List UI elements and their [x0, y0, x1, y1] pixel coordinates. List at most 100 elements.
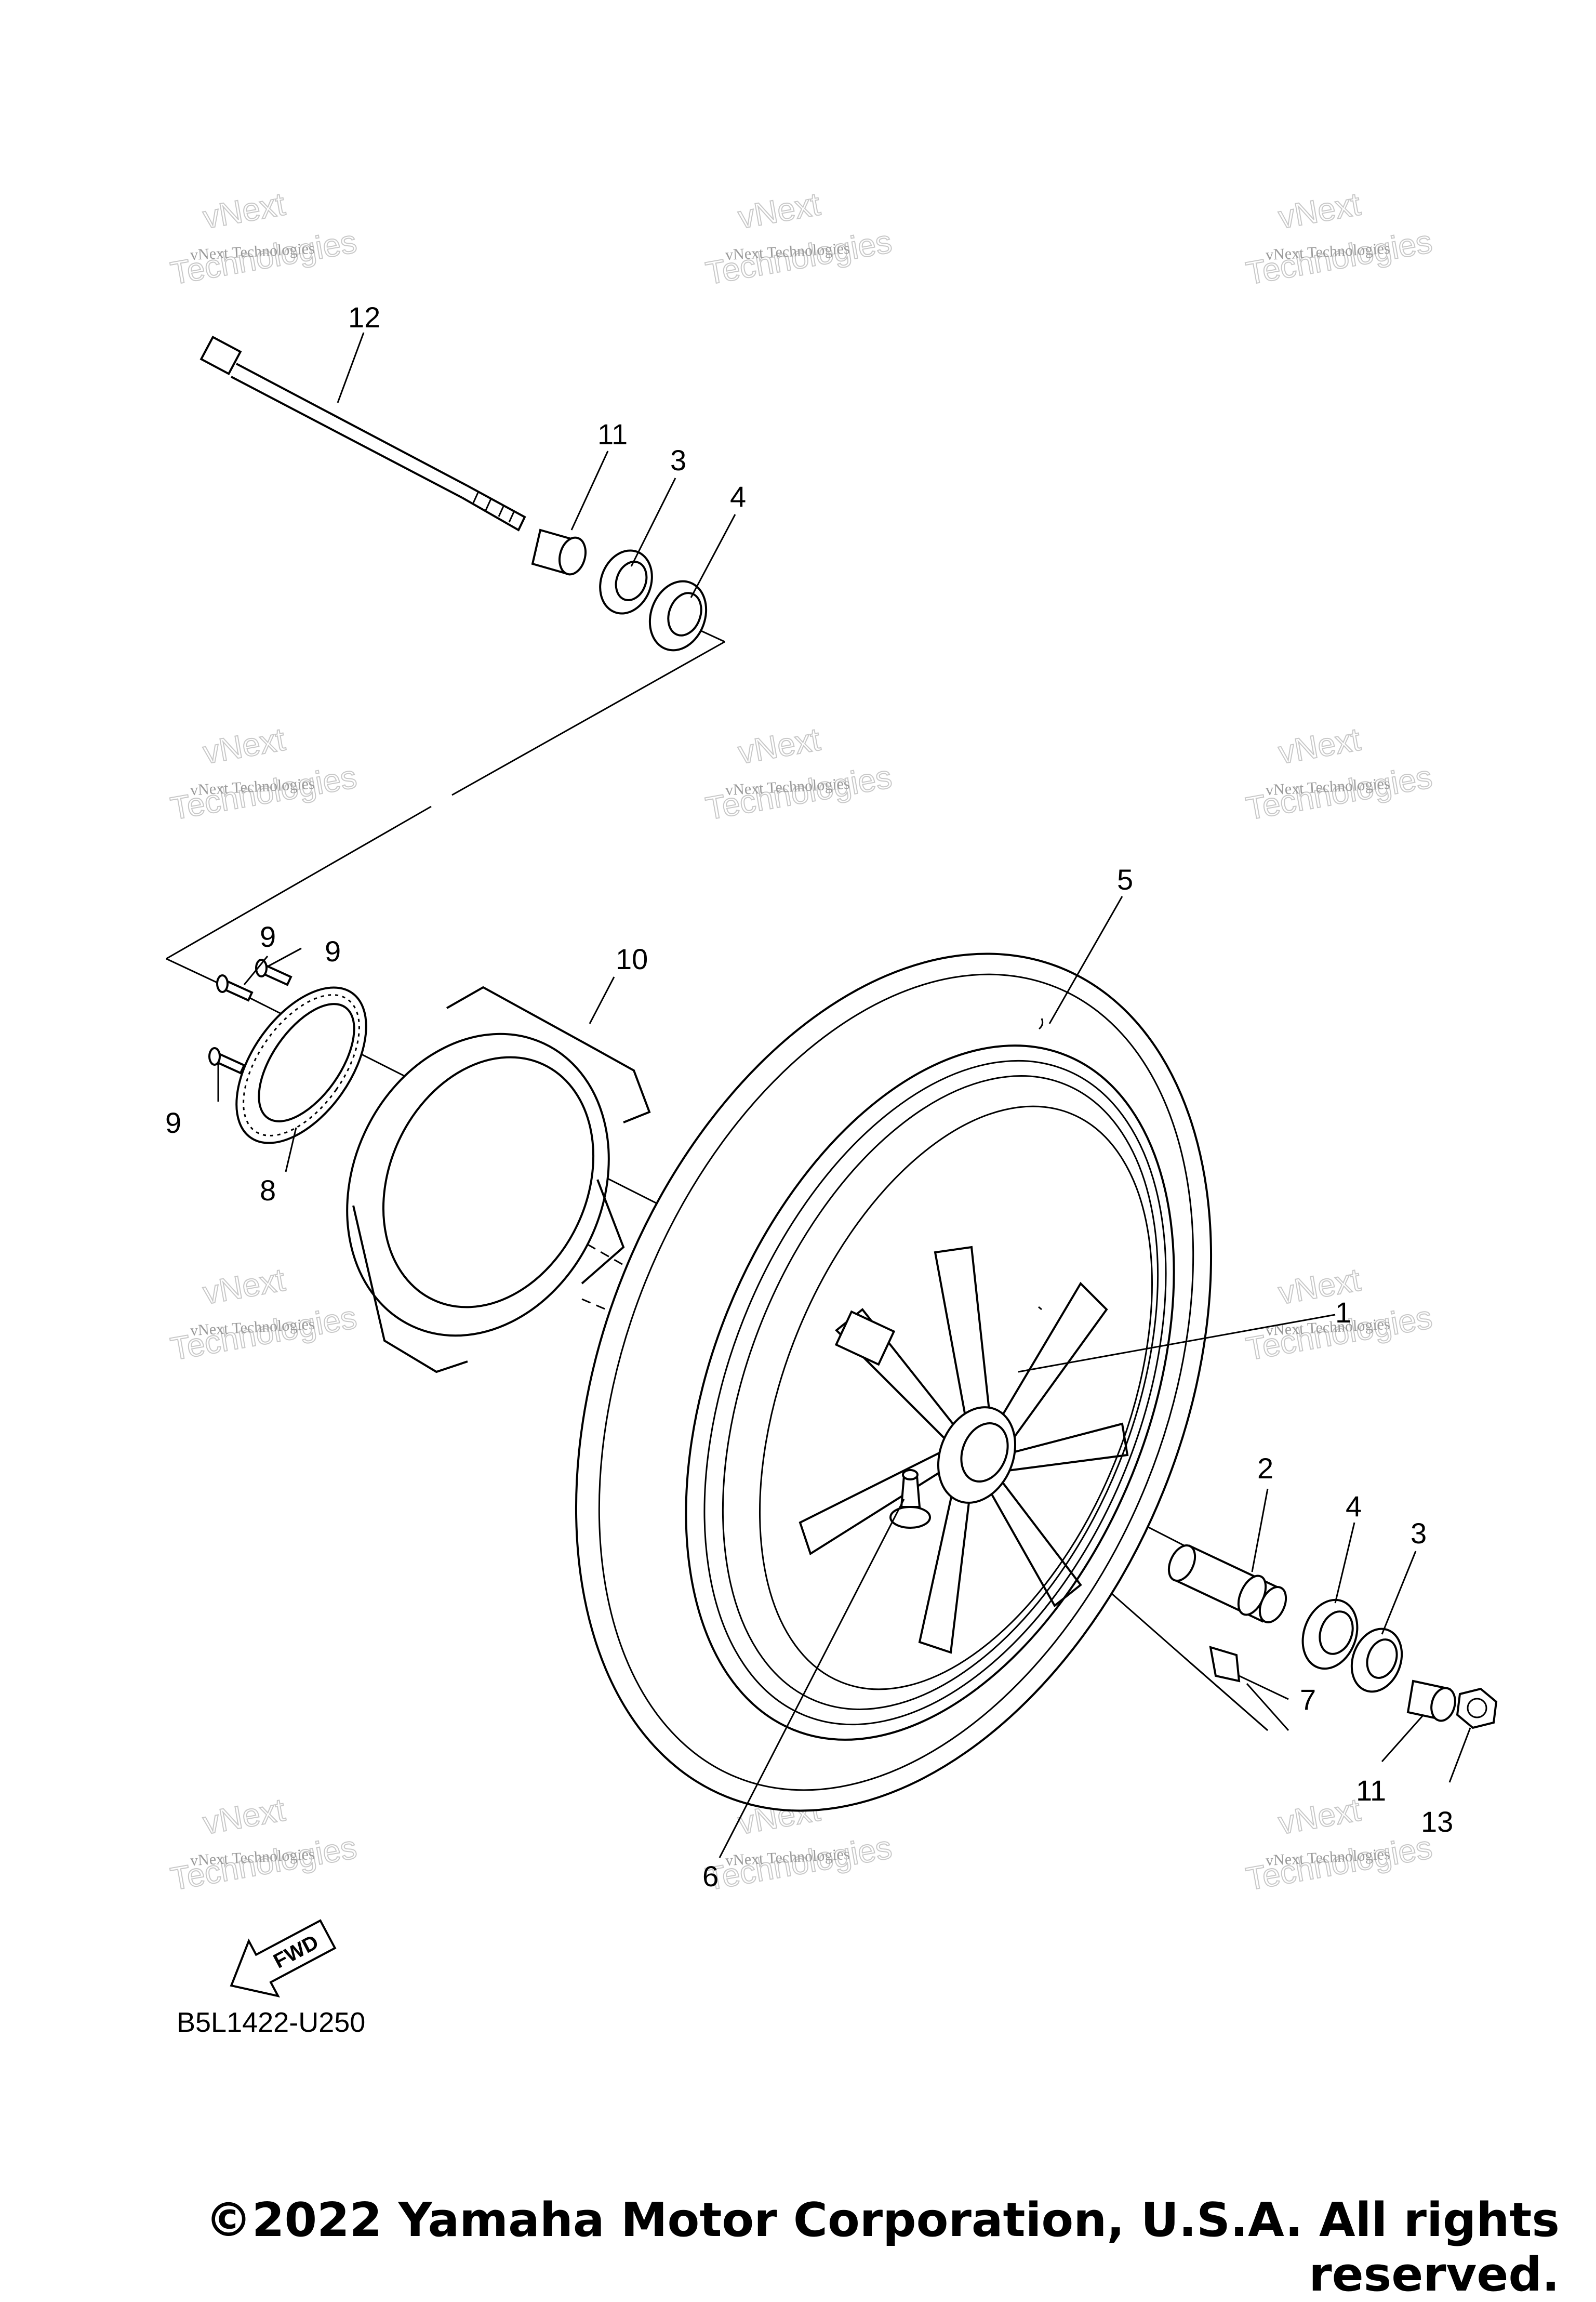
screw-a	[216, 974, 254, 1002]
callout-9-c: 9	[165, 1106, 181, 1139]
disc-mount-boss	[834, 1310, 896, 1366]
spoke-1	[934, 1246, 993, 1450]
valve-stem	[900, 1475, 921, 1508]
callout-13: 13	[1421, 1805, 1453, 1838]
axle-bolt	[200, 336, 526, 532]
screw-head	[216, 974, 229, 993]
watermark-text-overlay: vNext	[201, 186, 288, 235]
leader-1	[1018, 1314, 1336, 1373]
callout-11-right: 11	[1356, 1774, 1386, 1807]
disc-guard-bottom-edge	[352, 1205, 468, 1373]
watermark: Technologies vNext vNext Technologies	[702, 186, 895, 292]
axle-nut-body	[1456, 1687, 1498, 1729]
disc-guard-top-edge	[446, 986, 651, 1123]
leader-11-top	[570, 451, 609, 531]
diagram-part-code: B5L1422-U250	[177, 2007, 365, 2038]
watermark: Technologies vNext vNext Technologies	[1243, 186, 1435, 292]
bearing-inner	[1319, 1610, 1354, 1655]
collar-face	[1430, 1687, 1456, 1722]
leader-8	[285, 1127, 297, 1172]
watermark-text-overlay: vNext	[201, 1262, 288, 1311]
screw-head	[208, 1047, 221, 1066]
leader-3-right	[1381, 1551, 1417, 1635]
axle-bolt-thread	[462, 485, 526, 532]
spoke-3	[1002, 1422, 1129, 1472]
hub-inner	[960, 1422, 1009, 1483]
leader-3-top	[630, 478, 676, 567]
rim-lip-3	[759, 1105, 1153, 1690]
rim-lip-2	[722, 1075, 1159, 1710]
leader-10	[589, 976, 615, 1024]
watermark-text-overlay: vNext	[201, 721, 288, 771]
watermark-text-overlay: vNext	[1276, 721, 1363, 771]
watermark: Technologies vNext vNext Technologies	[702, 721, 895, 827]
leader-11-right	[1381, 1714, 1425, 1762]
balance-weight	[1209, 1646, 1241, 1683]
guide-line-valve	[1184, 1657, 1289, 1731]
disc-guard-inner	[382, 1056, 595, 1308]
spoke-2	[981, 1281, 1108, 1461]
leader-6	[719, 1499, 905, 1858]
bearing-right	[1301, 1598, 1359, 1670]
copyright-notice: ©2022 Yamaha Motor Corporation, U.S.A. A…	[205, 2193, 1560, 2302]
fwd-arrow: FWD	[230, 1919, 337, 1998]
callout-2: 2	[1257, 1452, 1273, 1485]
leader-5	[1048, 896, 1123, 1024]
spoke-5	[918, 1475, 973, 1654]
spoke-4	[986, 1475, 1082, 1608]
spoke-6	[799, 1449, 952, 1556]
watermark: Technologies vNext vNext Technologies	[167, 1791, 360, 1898]
screw-b	[255, 959, 292, 986]
leader-4-top	[690, 514, 736, 598]
watermark-text-overlay: vNext	[201, 1792, 288, 1841]
callout-9-a: 9	[260, 920, 276, 953]
collar-right	[1406, 1679, 1456, 1722]
leader-4-right	[1334, 1522, 1355, 1604]
collar-face	[558, 536, 587, 576]
watermark: Technologies vNext vNext Technologies	[167, 1261, 360, 1368]
leader-lines	[217, 332, 1471, 1858]
callout-10: 10	[616, 943, 648, 975]
callout-6: 6	[702, 1860, 719, 1893]
bearing-top	[648, 580, 708, 652]
watermark-text-overlay: vNext	[736, 721, 823, 771]
callout-8: 8	[260, 1174, 276, 1207]
spacer-end-left	[1167, 1544, 1196, 1582]
screw-c	[208, 1047, 246, 1075]
callout-1: 1	[1335, 1296, 1351, 1329]
leader-9-b	[267, 947, 302, 968]
watermark-text-overlay: vNext	[736, 186, 823, 235]
callout-11-top: 11	[597, 418, 628, 451]
watermark-text-overlay: vNext	[1276, 186, 1363, 235]
front-wheel	[575, 952, 1213, 1812]
valve	[889, 1469, 931, 1529]
disc-guard	[346, 986, 651, 1373]
axle-bolt-shaft	[231, 363, 468, 499]
tire-mark	[1038, 1306, 1042, 1311]
axle-bolt-thread-lines	[472, 492, 515, 523]
sensor-rotor	[235, 986, 367, 1144]
callout-7: 7	[1300, 1683, 1316, 1716]
leader-12	[337, 332, 365, 403]
oil-seal-top	[599, 549, 653, 615]
screws	[208, 959, 292, 1075]
callout-4-top: 4	[730, 480, 746, 513]
spacer-end-right	[1258, 1586, 1287, 1623]
collar-top	[531, 528, 587, 576]
sensor-rotor-inner	[258, 1003, 355, 1122]
callout-3-right: 3	[1411, 1517, 1427, 1550]
screw-head	[255, 959, 268, 977]
spacer-right	[1167, 1544, 1287, 1623]
axle-nut	[1456, 1687, 1498, 1729]
callout-3-top: 3	[670, 444, 686, 477]
valve-base	[889, 1506, 931, 1529]
callouts: 12 11 3 4 5 10 9 9 9 8 1 2 4 3 7 11 13 6	[165, 301, 1453, 1893]
fwd-arrow-shape	[230, 1919, 337, 1998]
watermark: Technologies vNext vNext Technologies	[167, 721, 360, 827]
oil-seal-inner	[615, 561, 648, 601]
valve-cap	[902, 1469, 919, 1480]
callout-4-right: 4	[1346, 1490, 1362, 1523]
tire-outer	[575, 952, 1213, 1812]
callout-5: 5	[1117, 863, 1133, 896]
leader-7	[1239, 1675, 1289, 1700]
